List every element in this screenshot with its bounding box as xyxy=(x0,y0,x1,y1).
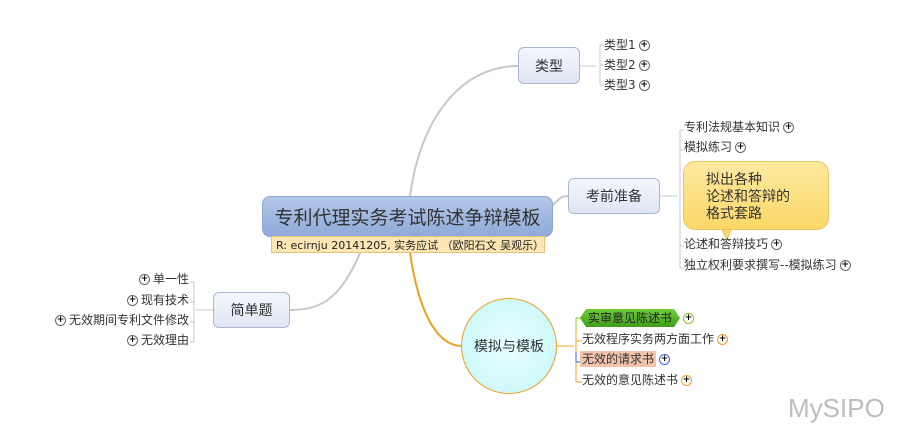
subtopic[interactable]: 类型2+ xyxy=(604,57,650,73)
callout-line: 拟出各种 xyxy=(706,172,762,188)
callout-line: 格式套路 xyxy=(706,206,762,222)
subtopic-label: 专利法规基本知识 xyxy=(684,120,781,134)
subtopic[interactable]: 类型3+ xyxy=(604,77,650,93)
subtopic-label: 无效程序实务两方面工作 xyxy=(582,332,715,346)
expand-plus-icon[interactable]: + xyxy=(659,353,671,365)
subtopic[interactable]: 模拟练习+ xyxy=(684,139,747,155)
callout-line: 论述和答辩的 xyxy=(706,189,790,205)
subtopic[interactable]: 类型1+ xyxy=(604,37,650,53)
topic-label: 类型 xyxy=(535,58,563,75)
subtopic-label: 独立权利要求撰写--模拟练习 xyxy=(684,258,837,272)
subtopic[interactable]: 独立权利要求撰写--模拟练习+ xyxy=(684,257,851,273)
central-note: R: ecirnju 20141205, 实务应试 （欧阳石文 吴观乐） xyxy=(271,236,545,253)
subtopic-label: 类型2 xyxy=(604,58,636,72)
subtopic[interactable]: +单一性 xyxy=(138,271,189,287)
topic-prep[interactable]: 考前准备 xyxy=(568,178,660,214)
subtopic[interactable]: 无效的意见陈述书+ xyxy=(582,372,693,388)
expand-plus-icon[interactable]: + xyxy=(638,59,650,71)
expand-plus-icon[interactable]: + xyxy=(683,312,695,324)
topic-label: 模拟与模板 xyxy=(474,339,544,355)
subtopic[interactable]: +无效理由 xyxy=(126,332,189,348)
subtopic-label: 模拟练习 xyxy=(684,140,733,154)
expand-plus-icon[interactable]: + xyxy=(638,79,650,91)
central-title: 专利代理实务考试陈述争辩模板 xyxy=(274,207,541,229)
expand-plus-icon[interactable]: + xyxy=(54,314,66,326)
subtopic[interactable]: +无效期间专利文件修改 xyxy=(54,312,189,328)
topic-simple[interactable]: 简单题 xyxy=(213,292,290,328)
topic-label: 考前准备 xyxy=(586,189,642,205)
subtopic-label: 无效期间专利文件修改 xyxy=(68,313,189,327)
expand-plus-icon[interactable]: + xyxy=(783,121,795,133)
subtopic-label: 单一性 xyxy=(152,272,189,286)
topic-mock[interactable]: 模拟与模板 xyxy=(461,298,557,394)
topic-label: 简单题 xyxy=(230,303,273,319)
expand-plus-icon[interactable]: + xyxy=(681,374,693,386)
topic-types[interactable]: 类型 xyxy=(518,47,580,84)
subtopic[interactable]: 无效程序实务两方面工作+ xyxy=(582,331,729,347)
subtopic-label: 类型3 xyxy=(604,78,636,92)
subtopic-label: 无效的请求书 xyxy=(580,351,657,367)
expand-plus-icon[interactable]: + xyxy=(126,294,138,306)
subtopic[interactable]: 无效的请求书+ xyxy=(580,351,671,367)
subtopic-label: 无效理由 xyxy=(140,333,189,347)
subtopic-label: 实审意见陈述书 xyxy=(580,309,680,327)
subtopic-label: 现有技术 xyxy=(140,293,189,307)
expand-plus-icon[interactable]: + xyxy=(771,238,783,250)
expand-plus-icon[interactable]: + xyxy=(638,39,650,51)
subtopic-label: 类型1 xyxy=(604,38,636,52)
watermark: MySIPO xyxy=(788,393,885,423)
central-topic[interactable]: 专利代理实务考试陈述争辩模板 xyxy=(262,196,553,237)
subtopic[interactable]: +现有技术 xyxy=(126,292,189,308)
expand-plus-icon[interactable]: + xyxy=(138,273,150,285)
expand-plus-icon[interactable]: + xyxy=(735,141,747,153)
subtopic[interactable]: 论述和答辩技巧+ xyxy=(684,236,783,252)
subtopic[interactable]: 实审意见陈述书+ xyxy=(580,309,695,327)
subtopic-label: 论述和答辩技巧 xyxy=(684,237,769,251)
expand-plus-icon[interactable]: + xyxy=(839,259,851,271)
subtopic-label: 无效的意见陈述书 xyxy=(582,373,679,387)
expand-plus-icon[interactable]: + xyxy=(126,334,138,346)
callout-note: 拟出各种论述和答辩的格式套路 xyxy=(683,161,829,230)
subtopic[interactable]: 专利法规基本知识+ xyxy=(684,119,795,135)
expand-plus-icon[interactable]: + xyxy=(717,333,729,345)
